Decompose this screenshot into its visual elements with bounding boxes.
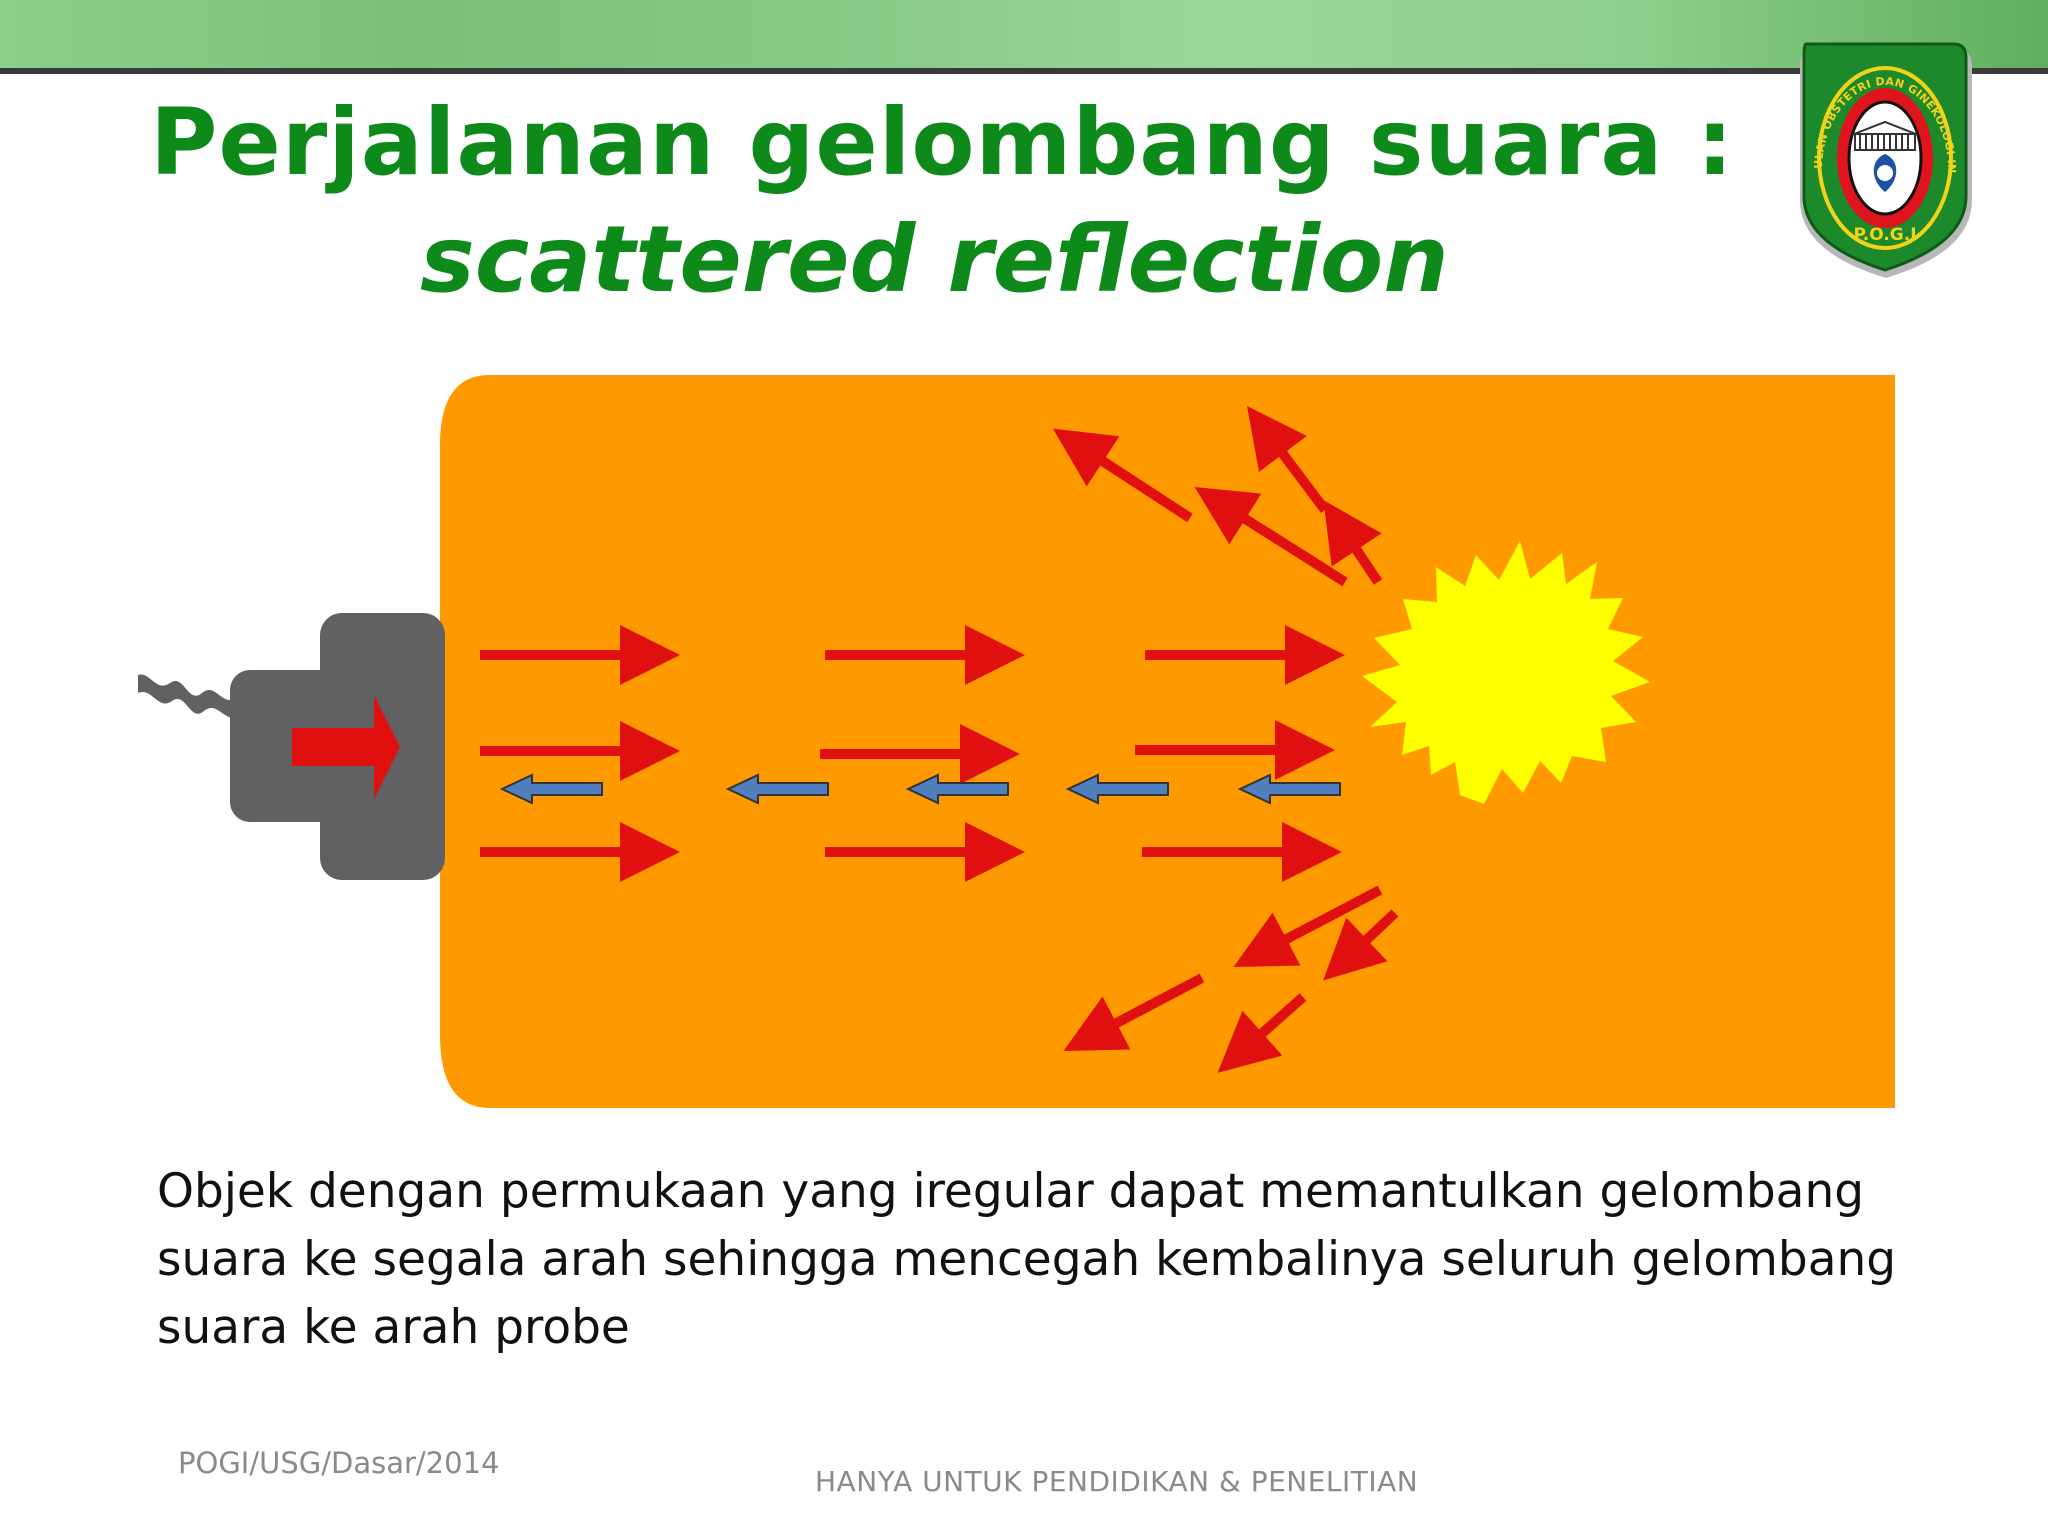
slide-title: Perjalanan gelombang suara : <box>150 89 1735 196</box>
banner-divider <box>0 68 2048 74</box>
echo-wave-arrows <box>499 773 1341 805</box>
scattered-reflection-diagram <box>138 375 1895 1108</box>
svg-text:P.O.G.I: P.O.G.I <box>1853 225 1916 245</box>
footer-disclaimer: HANYA UNTUK PENDIDIKAN & PENELITIAN <box>815 1465 1419 1498</box>
pogi-logo: P.O.G.I PERKUMPULAN OBSTETRI DAN GINEKOL… <box>1790 30 1972 278</box>
probe-icon <box>138 613 445 880</box>
description-text: Objek dengan permukaan yang iregular dap… <box>157 1164 1897 1355</box>
slide-subtitle: scattered reflection <box>420 206 1449 313</box>
incident-wave-arrows <box>480 625 1345 882</box>
reflector-icon <box>1362 541 1650 804</box>
tissue-medium <box>440 375 1895 1108</box>
top-banner <box>0 0 2048 68</box>
scattered-wave-arrows <box>1052 406 1399 1073</box>
footer-reference: POGI/USG/Dasar/2014 <box>178 1446 500 1480</box>
